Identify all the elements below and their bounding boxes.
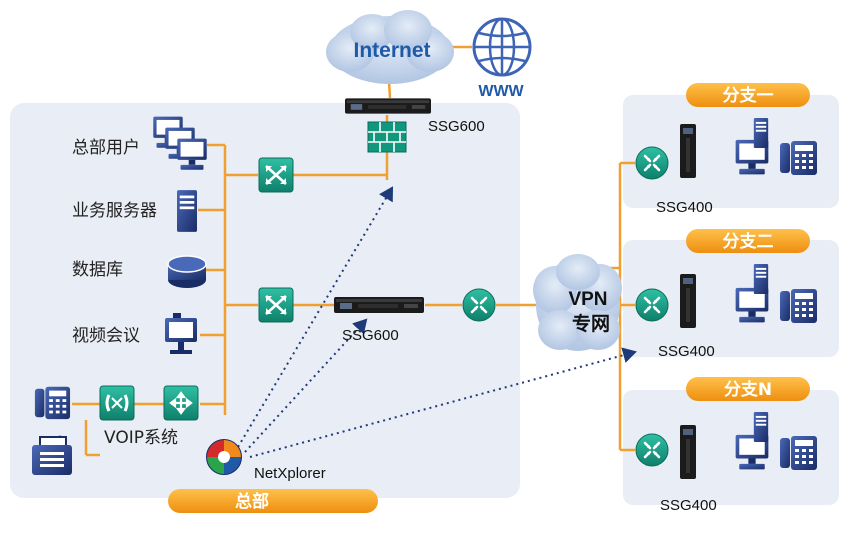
- server-icon: [177, 190, 197, 232]
- branch-2-device-label: SSG400: [658, 343, 715, 360]
- server-icon: [753, 412, 769, 442]
- globe-icon: [472, 17, 532, 77]
- ip-phone-icon: [780, 289, 817, 323]
- netxplorer-management-links: [237, 186, 637, 458]
- branch-n-badge: [686, 377, 810, 401]
- internet-label: Internet: [353, 39, 430, 62]
- router-icon: [635, 433, 669, 467]
- firewall-icon: [367, 121, 407, 153]
- ip-phone-icon: [780, 141, 817, 175]
- vpn-label-line1: VPN: [568, 289, 607, 310]
- internet-cloud: Internet: [326, 10, 454, 84]
- core-appliance-icon: [334, 297, 424, 313]
- ssg400-appliance-icon: [680, 274, 696, 328]
- ssg400-appliance-icon: [680, 425, 696, 479]
- branch-n-badge-label: 分支N: [724, 379, 772, 400]
- hq-users-label: 总部用户: [72, 138, 140, 158]
- voip-label: VOIP系统: [104, 428, 178, 448]
- voice-gateway-icon: [99, 385, 135, 421]
- router-icon: [635, 146, 669, 180]
- core-device-label: SSG600: [342, 327, 399, 344]
- switch-icon: [258, 287, 294, 323]
- branch-2-badge-label: 分支二: [723, 231, 774, 252]
- branch-n-device-label: SSG400: [660, 497, 717, 514]
- voip-switch-icon: [163, 385, 199, 421]
- branch-1-device-label: SSG400: [656, 199, 713, 216]
- hq-database-label: 数据库: [72, 260, 123, 280]
- www-label: WWW: [478, 83, 524, 100]
- branch-1-badge-label: 分支一: [723, 85, 774, 106]
- branch-panel-1: [623, 95, 839, 208]
- router-icon: [462, 288, 496, 322]
- hq-servers-label: 业务服务器: [72, 201, 157, 221]
- branch-1-badge: [686, 83, 810, 107]
- video-conference-icon: [165, 313, 197, 354]
- switch-icon: [258, 157, 294, 193]
- netxplorer-icon[interactable]: [206, 439, 242, 475]
- ip-phone-icon: [780, 436, 817, 470]
- netxplorer-label: NetXplorer: [254, 465, 326, 482]
- fax-icon: [32, 436, 72, 475]
- database-icon: [167, 255, 207, 288]
- server-icon: [753, 264, 769, 294]
- firewall-appliance-icon: [345, 98, 431, 114]
- firewall-device-label: SSG600: [428, 118, 485, 135]
- router-icon: [635, 288, 669, 322]
- vpn-cloud: VPN 专网: [533, 254, 622, 351]
- vpn-label-line2: 专网: [572, 312, 610, 335]
- branch-2-badge: [686, 229, 810, 253]
- branch-panel-n: [623, 390, 839, 505]
- ip-phone-icon: [34, 386, 71, 420]
- network-links: [58, 45, 635, 457]
- branch-panel-2: [623, 240, 839, 357]
- hq-badge: [168, 489, 378, 513]
- hq-badge-label: 总部: [235, 491, 269, 512]
- server-icon: [753, 118, 769, 148]
- hq-video-label: 视频会议: [72, 326, 140, 346]
- ssg400-appliance-icon: [680, 124, 696, 178]
